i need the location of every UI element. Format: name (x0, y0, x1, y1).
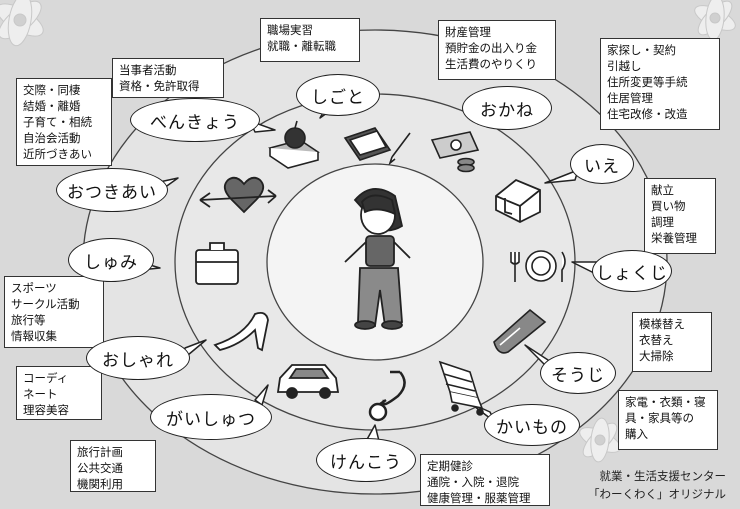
detail-item: 具・家具等の (625, 411, 694, 425)
credit-line-1: 就業・生活支援センター (599, 469, 727, 483)
category-kenkou: けんこう (316, 438, 416, 482)
detail-box-okane: 財産管理 預貯金の出入り金 生活費のやりくり (438, 20, 556, 80)
person-icon (344, 188, 411, 330)
detail-item: 模様替え (639, 317, 685, 331)
flower-decoration-icon (0, 0, 44, 47)
detail-item: 調理 (651, 215, 674, 229)
detail-item: 家電・衣類・寝 (625, 395, 706, 409)
category-label: しごと (311, 87, 365, 108)
cart-icon (438, 360, 484, 416)
detail-item: 旅行計画 (77, 445, 123, 459)
detail-box-shokuji: 献立 買い物 調理 栄養管理 (644, 178, 716, 254)
detail-box-kaimono: 家電・衣類・寝 具・家具等の 購入 (618, 390, 718, 450)
detail-item: 住宅改修・改造 (607, 107, 688, 121)
category-label: かいもの (496, 417, 568, 438)
detail-item: 定期健診 (427, 459, 473, 473)
category-label: おしゃれ (102, 350, 174, 371)
suitcase-icon (195, 242, 239, 285)
detail-item: 当事者活動 (119, 63, 177, 77)
category-label: そうじ (551, 365, 605, 386)
detail-box-shumi: スポーツ サークル活動 旅行等 情報収集 (4, 276, 104, 348)
category-shumi: しゅみ (68, 238, 154, 282)
category-oshare: おしゃれ (86, 336, 190, 380)
category-label: がいしゅつ (166, 409, 256, 430)
detail-item: 買い物 (651, 199, 686, 213)
flower-decoration-icon (694, 0, 736, 41)
plate-cutlery-icon (510, 250, 566, 282)
house-icon (495, 178, 541, 224)
detail-item: 栄養管理 (651, 231, 697, 245)
category-label: けんこう (330, 452, 402, 473)
book-apple-icon (268, 120, 320, 169)
detail-item: 理容美容 (23, 403, 69, 417)
category-label: しゅみ (84, 252, 138, 273)
category-benkyou: べんきょう (130, 98, 260, 142)
detail-item: 住居管理 (607, 91, 653, 105)
category-shokuji: しょくじ (592, 250, 672, 292)
category-kaimono: かいもの (484, 404, 580, 446)
category-ie: いえ (570, 144, 634, 184)
detail-item: 近所づきあい (23, 147, 92, 161)
vacuum-icon (493, 308, 547, 354)
detail-item: 旅行等 (11, 313, 46, 327)
detail-item: 献立 (651, 183, 674, 197)
detail-item: コーディ (23, 371, 69, 385)
category-okane: おかね (462, 86, 552, 130)
detail-item: 財産管理 (445, 25, 491, 39)
detail-item: サークル活動 (11, 297, 80, 311)
detail-item: 通院・入院・退院 (427, 475, 519, 489)
detail-item: 公共交通 (77, 461, 123, 475)
detail-item: 大掃除 (639, 349, 674, 363)
category-gaishutsu: がいしゅつ (150, 394, 272, 440)
high-heel-icon (213, 311, 269, 352)
briefcase-desk-icon (343, 127, 411, 166)
detail-box-kenkou: 定期健診 通院・入院・退院 健康管理・服薬管理 (420, 454, 550, 506)
detail-item: 資格・免許取得 (119, 79, 200, 93)
detail-box-souji: 模様替え 衣替え 大掃除 (632, 312, 712, 372)
detail-box-oshare: コーディ ネート 理容美容 (16, 366, 102, 420)
category-shigoto: しごと (296, 74, 380, 116)
detail-box-shigoto: 職場実習 就職・離転職 (260, 18, 360, 62)
detail-item: 預貯金の出入り金 (445, 41, 537, 55)
detail-item: 交際・同棲 (23, 83, 81, 97)
detail-box-otsukiai: 交際・同棲 結婚・離婚 子育て・相続 自治会活動 近所づきあい (16, 78, 112, 166)
category-label: おかね (480, 100, 534, 121)
detail-item: 子育て・相続 (23, 115, 92, 129)
detail-item: 引越し (607, 59, 642, 73)
category-label: おつきあい (67, 182, 157, 203)
detail-item: 家探し・契約 (607, 43, 676, 57)
category-label: しょくじ (596, 263, 668, 284)
detail-item: 住所変更等手続 (607, 75, 688, 89)
detail-box-ie: 家探し・契約 引越し 住所変更等手続 住居管理 住宅改修・改造 (600, 38, 720, 130)
heart-arrow-icon (199, 176, 277, 214)
detail-item: 健康管理・服薬管理 (427, 491, 531, 505)
category-otsukiai: おつきあい (56, 168, 168, 212)
detail-item: 機関利用 (77, 477, 123, 491)
stethoscope-icon (368, 370, 406, 422)
car-icon (276, 364, 340, 399)
detail-item: スポーツ (11, 281, 57, 295)
category-label: べんきょう (150, 112, 240, 133)
detail-item: 結婚・離婚 (23, 99, 81, 113)
detail-item: 購入 (625, 427, 648, 441)
money-icon (430, 131, 480, 173)
detail-box-benkyou: 当事者活動 資格・免許取得 (112, 58, 224, 98)
detail-item: ネート (23, 387, 58, 401)
detail-item: 衣替え (639, 333, 674, 347)
detail-item: 生活費のやりくり (445, 57, 537, 71)
detail-box-gaishutsu: 旅行計画 公共交通 機関利用 (70, 440, 156, 492)
category-label: いえ (584, 156, 620, 177)
credit-line-2: 「わーくわく」オリジナル (588, 487, 726, 501)
detail-item: 自治会活動 (23, 131, 81, 145)
detail-item: 職場実習 (267, 23, 313, 37)
detail-item: 就職・離転職 (267, 39, 336, 53)
detail-item: 情報収集 (11, 329, 57, 343)
category-souji: そうじ (540, 352, 616, 394)
